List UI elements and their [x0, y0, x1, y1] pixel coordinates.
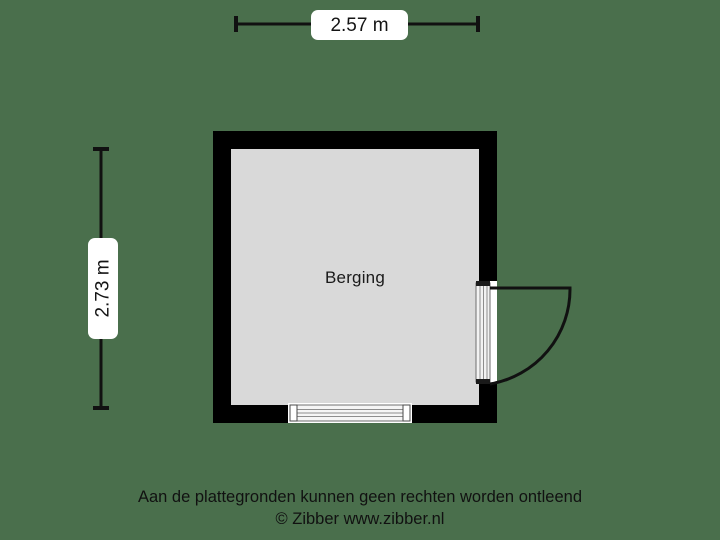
- room-label-berging: Berging: [325, 268, 385, 287]
- room-floor: [231, 149, 479, 405]
- footer: Aan de plattegronden kunnen geen rechten…: [0, 486, 720, 530]
- dimension-label-top-text: 2.57 m: [330, 14, 389, 36]
- door-frame-top: [476, 281, 490, 286]
- dimension-label-left: 2.73 m: [88, 238, 118, 339]
- footer-copyright: © Zibber www.zibber.nl: [275, 510, 445, 528]
- window-jamb-left: [289, 404, 298, 422]
- door-frame-bottom: [476, 379, 490, 384]
- footer-disclaimer: Aan de plattegronden kunnen geen rechten…: [137, 488, 583, 506]
- dimension-label-top: 2.57 m: [311, 10, 408, 40]
- room-walls: [213, 131, 497, 423]
- door-swing-arc: [489, 286, 572, 386]
- door-right-wall: [475, 281, 572, 386]
- window-jamb-right: [402, 404, 411, 422]
- window-bottom-wall: [288, 403, 412, 423]
- dimension-label-left-text: 2.73 m: [92, 259, 114, 318]
